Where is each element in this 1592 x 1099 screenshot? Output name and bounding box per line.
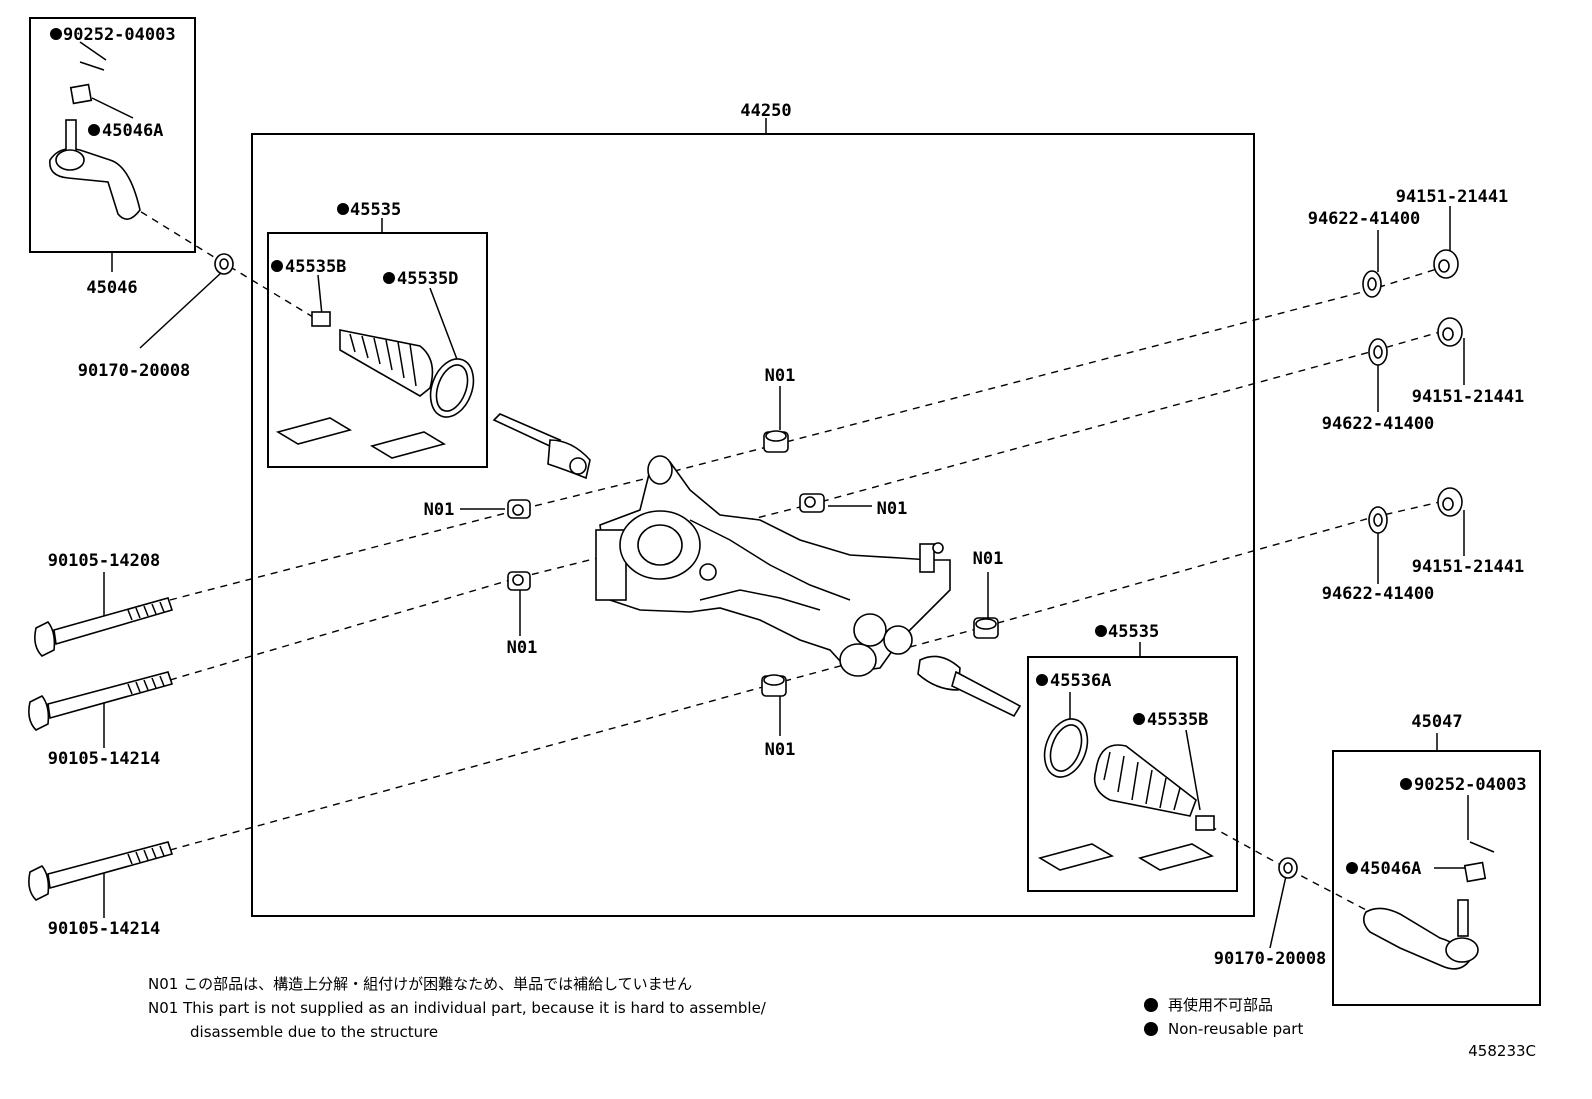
non-reusable-dot [383,272,395,284]
label-n01-e: N01 [973,549,1004,569]
legend-dot-jp [1144,998,1158,1012]
label-44250: 44250 [740,101,791,121]
label-n01-d: N01 [507,638,538,658]
non-reusable-dot [1400,778,1412,790]
n01-bushing-icon-c [799,493,825,513]
non-reusable-dot [337,203,349,215]
label-n01-f: N01 [765,740,796,760]
label-94622-c: 94622-41400 [1322,584,1435,604]
label-90105-14214-b: 90105-14214 [48,919,161,939]
flange-nut-icon-b [1437,317,1463,347]
label-94622-b: 94622-41400 [1322,414,1435,434]
non-reusable-dot [88,124,100,136]
label-n01-b: N01 [424,500,455,520]
n01-bushing-icon-a [763,430,789,453]
diagram-code: 458233C [1468,1042,1536,1060]
label-45535-top: 45535 [350,200,401,220]
steering-boot-icon-bottom [1093,744,1197,817]
non-reusable-dot [1133,713,1145,725]
label-45536a: 45536A [1050,671,1111,691]
label-45046a-top: 45046A [102,121,163,141]
boot-clamp-icon-top [311,311,331,327]
cotter-pin-icon-right [1469,841,1495,853]
flange-nut-icon-c [1437,487,1463,517]
boot-band-icon-bottom [1043,718,1089,778]
label-90252-bottom: 90252-04003 [1414,775,1527,795]
tie-rod-end-right-icon [1362,899,1479,970]
assembly-box-44250 [251,133,1255,917]
n01-bushing-icon-b [507,499,531,519]
label-45046a-bottom: 45046A [1360,859,1421,879]
nut-icon-left [214,253,234,275]
non-reusable-dot [50,28,62,40]
non-reusable-dot [1095,625,1107,637]
castle-nut-icon-right [1463,861,1487,883]
label-90170-right: 90170-20008 [1214,949,1327,969]
n01-bushing-icon-e [973,617,999,639]
cotter-pin-icon-left [79,61,105,71]
rack-end-icon-left [492,413,591,480]
steering-boot-icon-top [339,329,434,397]
label-n01-a: N01 [765,366,796,386]
label-45535b-bottom: 45535B [1147,710,1208,730]
label-n01-c: N01 [877,499,908,519]
legend-text-en: Non-reusable part [1168,1020,1303,1038]
tie-rod-end-left-icon [49,119,141,220]
note-n01-english-line2: disassemble due to the structure [190,1023,438,1041]
nut-icon-right [1278,857,1298,879]
boot-band-icon-top [429,358,475,418]
boot-kit-box-bottom [1027,656,1238,892]
label-94151-c: 94151-21441 [1412,557,1525,577]
legend-text-jp: 再使用不可部品 [1168,996,1273,1014]
label-94151-a: 94151-21441 [1396,187,1509,207]
label-45535-bottom: 45535 [1108,622,1159,642]
label-45535b-top: 45535B [285,257,346,277]
label-45535d: 45535D [397,269,458,289]
n01-bushing-icon-d [507,571,531,591]
label-94622-a: 94622-41400 [1308,209,1421,229]
grease-packet-icon-bottom [1037,843,1215,871]
bolt-icon-90105-14214-b [28,841,174,901]
rack-end-icon-right [917,655,1022,718]
note-n01-english-line1: N01 This part is not supplied as an indi… [148,999,767,1017]
non-reusable-dot [1346,862,1358,874]
washer-icon-a [1362,270,1382,298]
label-90105-14214-a: 90105-14214 [48,749,161,769]
n01-bushing-icon-f [761,674,787,697]
bolt-icon-90105-14214-a [28,671,174,731]
label-45046: 45046 [86,278,137,298]
flange-nut-icon-a [1433,249,1459,279]
label-90170-left: 90170-20008 [78,361,191,381]
boot-kit-box-top [267,232,488,468]
boot-clamp-icon-bottom [1195,815,1215,831]
bolt-icon-90105-14208 [34,597,174,657]
washer-icon-c [1368,506,1388,534]
label-90105-14208: 90105-14208 [48,551,161,571]
grease-packet-icon-top [275,417,447,459]
castle-nut-icon-left [69,83,93,105]
non-reusable-dot [271,260,283,272]
non-reusable-dot [1036,674,1048,686]
label-90252-top: 90252-04003 [63,25,176,45]
label-94151-b: 94151-21441 [1412,387,1525,407]
steering-gear-housing-icon [595,455,951,677]
washer-icon-b [1368,338,1388,366]
legend-dot-en [1144,1022,1158,1036]
label-45047: 45047 [1411,712,1462,732]
note-n01-japanese: N01 この部品は、構造上分解・組付けが困難なため、単品では補給していません [148,975,692,993]
